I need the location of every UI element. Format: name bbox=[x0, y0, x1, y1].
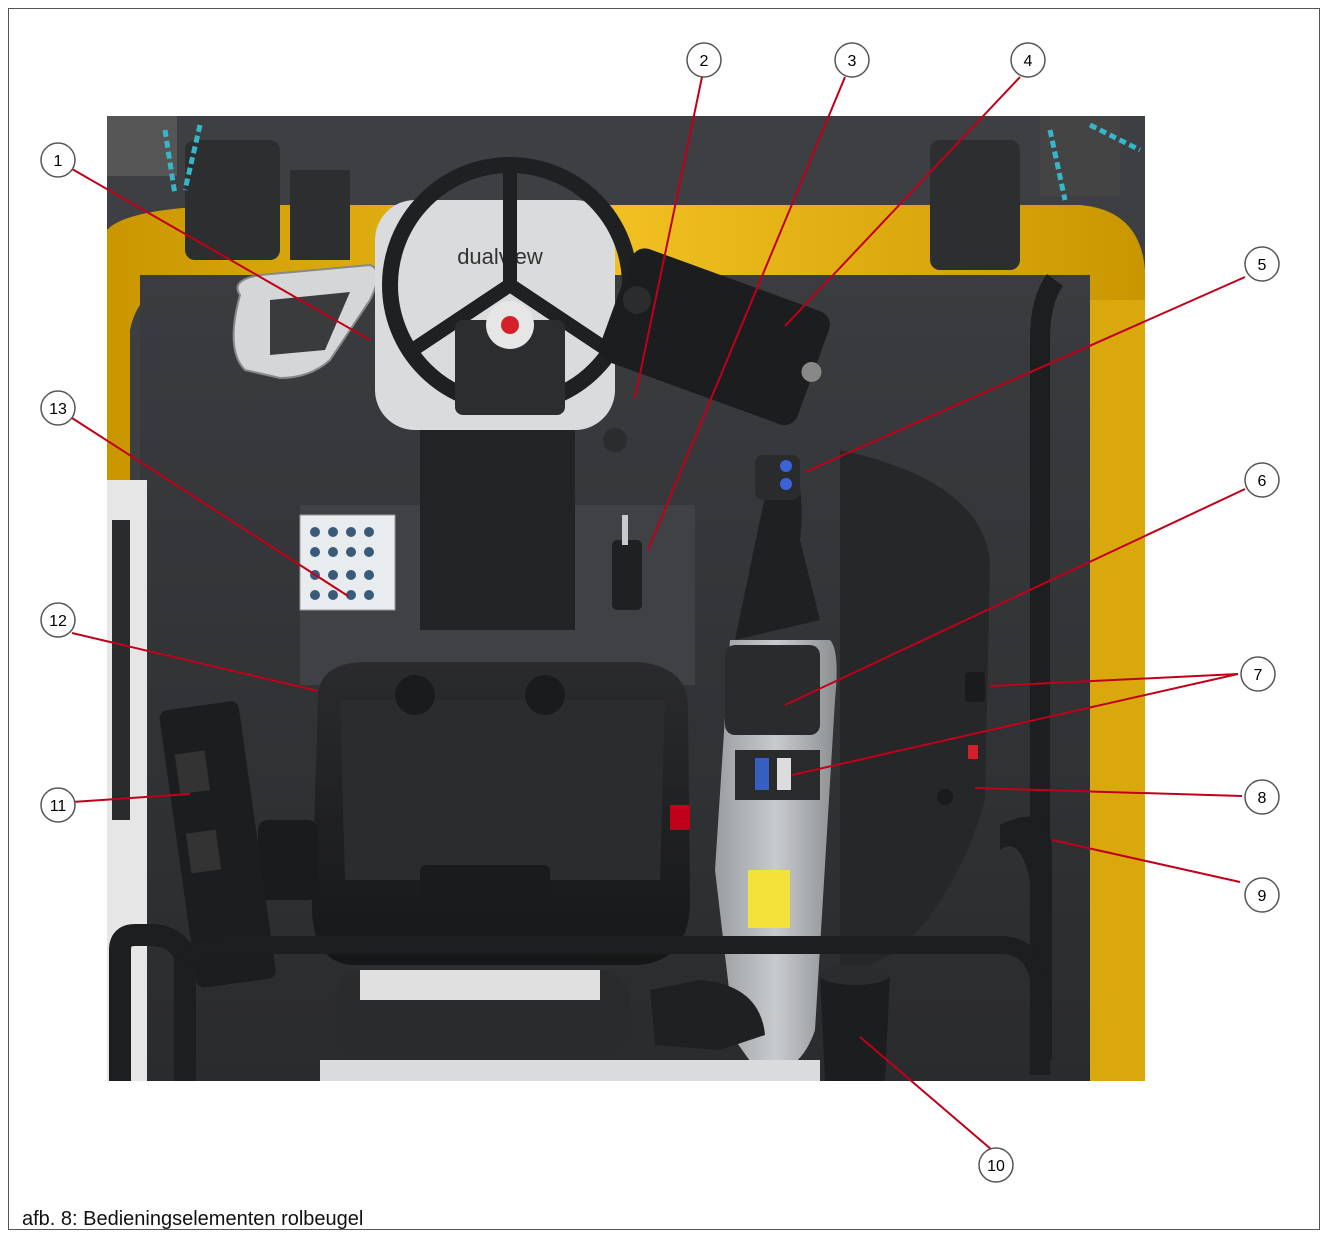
figure-caption: afb. 8: Bedieningselementen rolbeugel bbox=[22, 1208, 364, 1230]
leader-lines bbox=[71, 76, 1246, 1151]
callout-13: 13 bbox=[40, 390, 76, 426]
yellow-right-rail bbox=[1090, 300, 1145, 1081]
leader-line-12 bbox=[71, 632, 319, 692]
callout-11: 11 bbox=[40, 787, 76, 823]
svg-text:6: 6 bbox=[1258, 473, 1267, 490]
svg-text:10: 10 bbox=[987, 1158, 1005, 1175]
right-bracket bbox=[930, 116, 1142, 270]
connector-hub bbox=[650, 980, 765, 1050]
callout-9: 9 bbox=[1244, 877, 1280, 913]
callout-1: 1 bbox=[40, 142, 76, 178]
rollbar-left bbox=[109, 924, 196, 1081]
document-holder bbox=[159, 701, 276, 988]
callout-2: 2 bbox=[686, 42, 722, 78]
svg-text:12: 12 bbox=[49, 613, 67, 630]
svg-text:5: 5 bbox=[1258, 257, 1267, 274]
foot-pedal bbox=[612, 540, 642, 610]
svg-text:1: 1 bbox=[54, 153, 63, 170]
callout-5: 5 bbox=[1244, 246, 1280, 282]
left-wall-slot bbox=[112, 520, 130, 820]
left-bracket bbox=[107, 116, 350, 260]
right-handrail bbox=[1030, 274, 1064, 1075]
knob-top bbox=[623, 286, 651, 314]
svg-text:4: 4 bbox=[1024, 53, 1033, 70]
right-side-handle bbox=[1000, 816, 1052, 1060]
leader-line-6 bbox=[784, 488, 1246, 706]
leader-line-2 bbox=[634, 76, 703, 399]
callout-8: 8 bbox=[1244, 779, 1280, 815]
svg-text:3: 3 bbox=[848, 53, 857, 70]
svg-text:11: 11 bbox=[50, 798, 67, 815]
svg-text:13: 13 bbox=[49, 401, 67, 418]
leader-line-9 bbox=[1051, 839, 1241, 883]
leader-line-13 bbox=[71, 417, 349, 597]
leader-line-4 bbox=[784, 76, 1021, 327]
seat-lever-red bbox=[670, 805, 690, 830]
callout-10: 10 bbox=[978, 1147, 1014, 1183]
svg-text:2: 2 bbox=[700, 53, 709, 70]
bottom-step bbox=[320, 1060, 820, 1081]
leader-line-11 bbox=[71, 793, 191, 803]
leader-line-7b bbox=[791, 673, 1239, 776]
right-trim-panel bbox=[840, 450, 990, 980]
callout-3: 3 bbox=[834, 42, 870, 78]
callout-7: 7 bbox=[1240, 656, 1276, 692]
leader-line-3 bbox=[647, 76, 846, 551]
svg-text:7: 7 bbox=[1254, 667, 1263, 684]
joystick-console bbox=[715, 455, 837, 1075]
dualview-logo: dualview bbox=[457, 244, 543, 269]
rollbar-cross-tube bbox=[181, 936, 1049, 987]
leader-line-7a bbox=[989, 673, 1239, 687]
leader-line-10 bbox=[859, 1036, 993, 1151]
operator-seat bbox=[258, 662, 690, 965]
steering-hub-block bbox=[455, 320, 565, 415]
footwell-light bbox=[360, 970, 600, 1000]
red-switch bbox=[968, 745, 978, 759]
cup-holder bbox=[820, 975, 890, 1081]
callout-4: 4 bbox=[1010, 42, 1046, 78]
fuse-panel bbox=[299, 514, 396, 611]
callout-6: 6 bbox=[1244, 462, 1280, 498]
callout-12: 12 bbox=[40, 602, 76, 638]
callouts: 1 2 3 4 5 6 7 8 bbox=[40, 42, 1280, 1183]
leader-line-5 bbox=[804, 276, 1246, 473]
machine-photo: dualview bbox=[107, 116, 1145, 1081]
svg-text:9: 9 bbox=[1258, 888, 1267, 905]
svg-text:8: 8 bbox=[1258, 790, 1267, 807]
steering-hub-cap bbox=[501, 316, 519, 334]
leader-line-1 bbox=[71, 168, 371, 341]
lever-knob-2 bbox=[603, 428, 627, 452]
leader-line-8 bbox=[974, 787, 1243, 797]
ignition-key bbox=[937, 789, 953, 805]
steering-handle-bracket bbox=[232, 263, 379, 380]
side-switch bbox=[965, 672, 985, 702]
